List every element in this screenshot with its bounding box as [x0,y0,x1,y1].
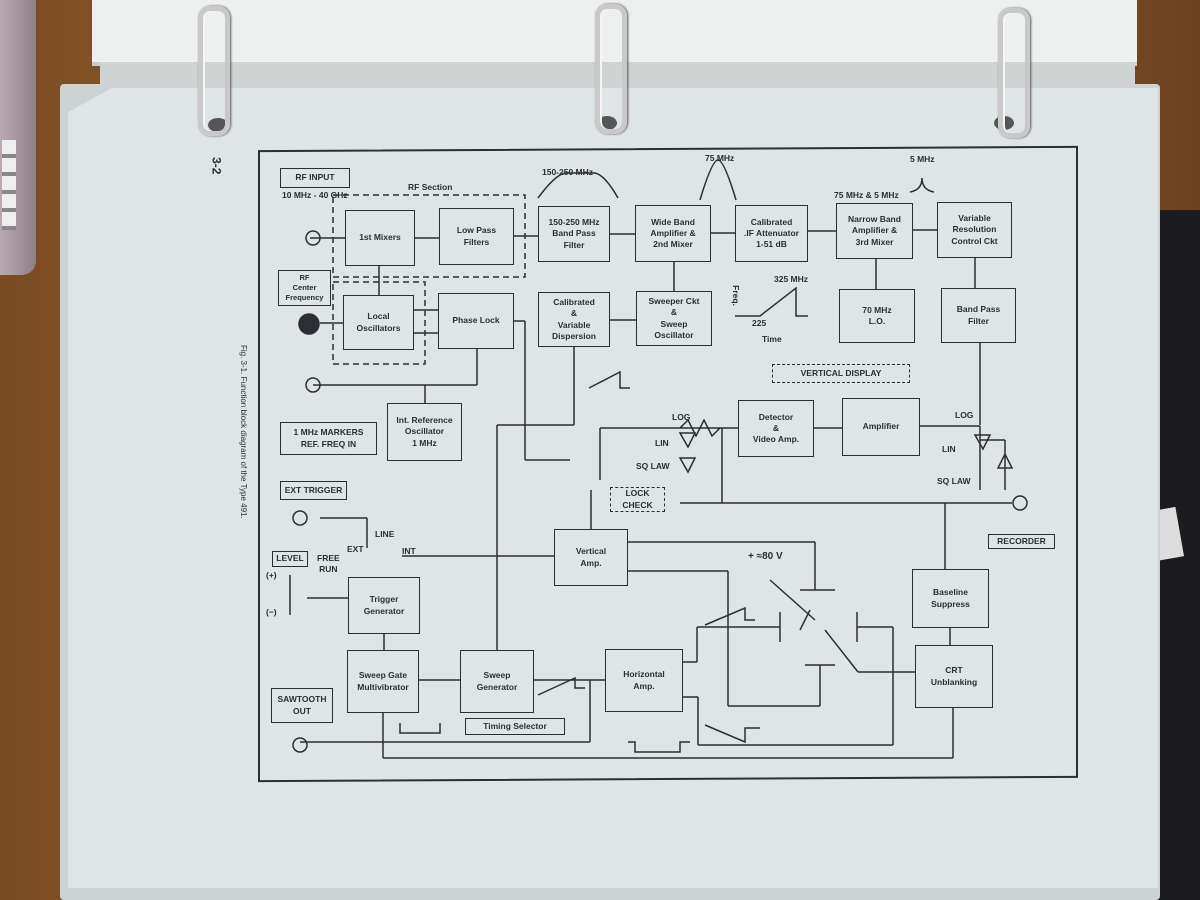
block-phase-lock: Phase Lock [438,293,514,349]
line-label: LINE [375,529,395,539]
block-detector-video-amp: Detector & Video Amp. [738,400,814,457]
block-vertical-amp: Vertical Amp. [554,529,628,586]
block-if-attenuator: Calibrated .IF Attenuator 1-51 dB [735,205,808,262]
if-75-label: 75 MHz [705,153,735,163]
block-horizontal-amp: Horizontal Amp. [605,649,683,712]
sq-law-label-2: SQ LAW [937,476,971,486]
block-dispersion: Calibrated & Variable Dispersion [538,292,610,347]
rf-input-label: RF INPUT [280,168,350,188]
rf-range-label: 10 MHz - 40 GHz [282,190,348,200]
time-axis-label: Time [762,334,782,344]
vertical-display-label: VERTICAL DISPLAY [772,364,910,383]
block-baseline-suppress: Baseline Suppress [912,569,989,628]
block-crt-unblanking: CRT Unblanking [915,645,993,708]
free-run-label: FREE RUN [317,553,340,575]
block-trigger-generator: Trigger Generator [348,577,420,634]
ext-label: EXT [347,544,364,554]
block-band-pass-filter: Band Pass Filter [941,288,1016,343]
block-amplifier: Amplifier [842,398,920,456]
binder-ring [595,4,627,134]
block-band-pass-filter-150-250: 150-250 MHz Band Pass Filter [538,206,610,262]
block-markers-input: 1 MHz MARKERS REF. FREQ IN [280,422,377,455]
block-int-reference-oscillator: Int. Reference Oscillator 1 MHz [387,403,462,461]
log-label-2: LOG [955,410,974,420]
freq-axis-label: Freq. [730,285,741,306]
level-label: LEVEL [272,551,308,567]
block-local-oscillators: Local Oscillators [343,295,414,350]
sq-law-label: SQ LAW [636,461,670,471]
lin-label-2: LIN [942,444,956,454]
minus-label: (−) [266,607,277,617]
block-low-pass-filters: Low Pass Filters [439,208,514,265]
if-5-label: 5 MHz [910,154,935,164]
log-label: LOG [672,412,691,422]
recorder-label: RECORDER [988,534,1055,549]
if-75-5-label: 75 MHz & 5 MHz [834,190,899,200]
hv-label: + ≈80 V [748,551,783,562]
block-sweep-gate-multivibrator: Sweep Gate Multivibrator [347,650,419,713]
plus-label: (+) [266,570,277,580]
ext-trigger-label: EXT TRIGGER [280,481,347,500]
rf-section-label: RF Section [408,182,453,192]
lin-label: LIN [655,438,669,448]
manual-page [68,88,1158,888]
mobile-phone [0,0,36,275]
block-rf-center-frequency: RF Center Frequency [278,270,331,306]
binder-ring [198,6,230,136]
timing-selector: Timing Selector [465,718,565,735]
block-wide-band-amplifier: Wide Band Amplifier & 2nd Mixer [635,205,711,262]
block-70mhz-lo: 70 MHz L.O. [839,289,915,343]
int-label: INT [402,546,416,556]
block-sweeper-circuit: Sweeper Ckt & Sweep Oscillator [636,291,712,346]
binder-ring [998,8,1030,138]
sweep-bottom-label: 225 [752,318,767,328]
block-sweep-generator: Sweep Generator [460,650,534,713]
sawtooth-out-label: SAWTOOTH OUT [271,688,333,723]
bandpass-shape-label: 150-250 MHz [542,167,594,177]
phone-keypad [2,140,16,230]
block-narrow-band-amplifier: Narrow Band Amplifier & 3rd Mixer [836,203,913,259]
lock-check-label: LOCK CHECK [610,487,665,512]
sweep-top-label: 325 MHz [774,274,809,284]
block-variable-resolution: Variable Resolution Control Ckt [937,202,1012,258]
block-1st-mixers: 1st Mixers [345,210,415,266]
